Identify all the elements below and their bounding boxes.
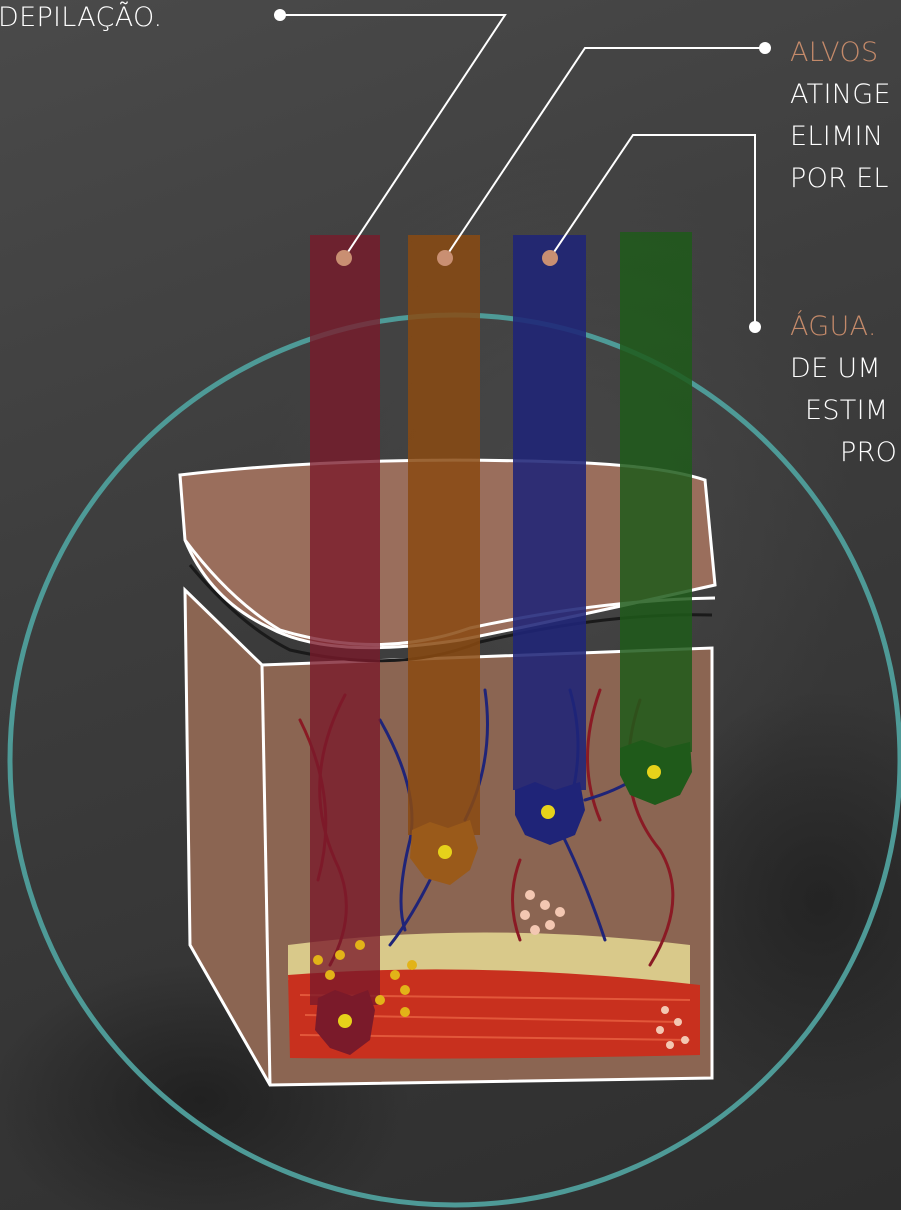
leader-endpoints — [274, 9, 771, 333]
label-alvos-line-1: ATINGE — [790, 79, 891, 110]
label-agua-line-2: ESTIM — [805, 395, 889, 426]
label-depilacao: DEPILAÇÃO. — [0, 2, 163, 33]
epidermis-line-1 — [183, 539, 716, 646]
pigment-dots — [313, 940, 417, 1017]
beam-red — [310, 235, 380, 1005]
label-alvos-line-2: ELIMIN — [790, 121, 884, 152]
leader-lines — [280, 14, 765, 327]
target-cells — [313, 740, 692, 1055]
beam-orange — [408, 235, 480, 835]
fat-cells — [520, 890, 689, 1049]
label-agua-heading: ÁGUA. — [790, 311, 877, 342]
block-edge — [260, 664, 272, 1086]
beam-green — [620, 232, 692, 752]
beam-blue — [513, 235, 586, 790]
label-alvos-heading: ALVOS — [790, 37, 879, 68]
laser-beams — [310, 232, 692, 1005]
beam-markers — [336, 250, 558, 266]
label-agua-line-3: PRO — [840, 437, 898, 468]
label-agua-line-1: DE UM — [790, 353, 881, 384]
label-alvos-line-3: POR EL — [790, 163, 889, 194]
